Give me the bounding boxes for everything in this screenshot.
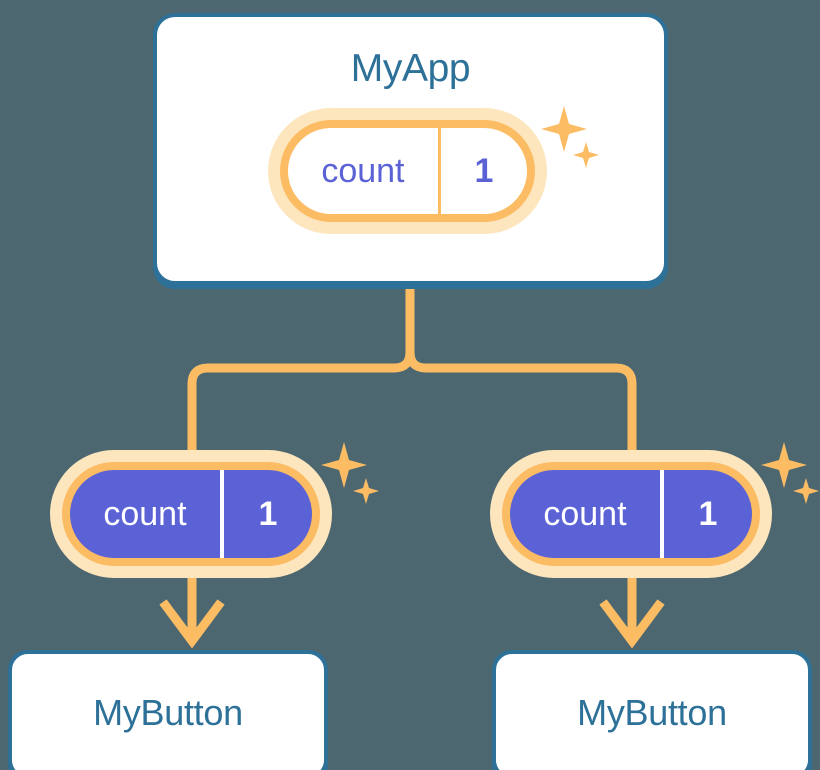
child-state-value-right: 1 [659,470,752,558]
arrow-down-icon-left [159,575,225,649]
mybutton-label-left: MyButton [93,692,243,733]
myapp-title: MyApp [350,47,471,90]
mybutton-label-right: MyButton [577,692,727,733]
root-state-value: 1 [437,128,527,214]
arrow-down-icon-right [599,575,665,649]
child-state-key-right: count [543,495,627,533]
child-state-pill-left: count 1 [50,450,332,578]
child-state-pill-right: count 1 [490,450,772,578]
child-pill-body-right: count 1 [502,462,760,566]
root-pill-body: count 1 [280,120,535,222]
child-state-value-left: 1 [219,470,312,558]
root-state-key: count [321,152,405,190]
child-state-key-left: count [103,495,187,533]
mybutton-component-card-right: MyButton [492,650,812,770]
mybutton-component-card-left: MyButton [8,650,328,770]
child-pill-body-left: count 1 [62,462,320,566]
root-state-pill: count 1 [268,108,547,234]
